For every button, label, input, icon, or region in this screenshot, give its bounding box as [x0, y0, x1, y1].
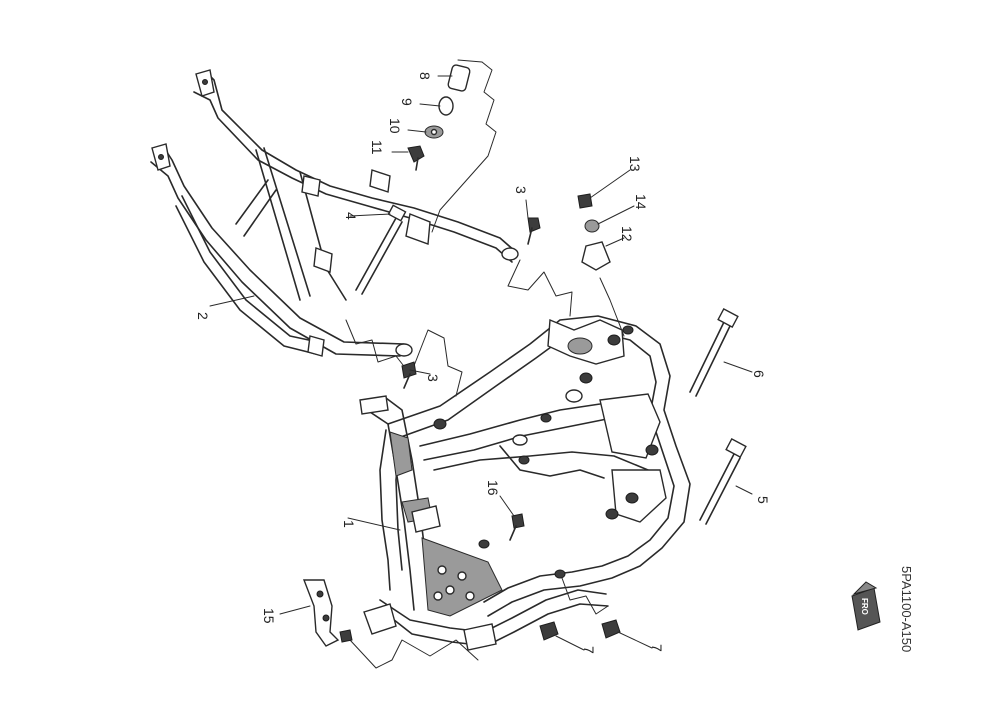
rear-subframe: [150, 69, 519, 357]
callout-15: 15: [261, 608, 277, 624]
callout-6: 6: [751, 370, 767, 378]
callout-4: 4: [343, 212, 359, 220]
callout-2: 2: [195, 312, 211, 320]
callout-16: 16: [485, 480, 501, 496]
callout-10: 10: [387, 118, 403, 134]
callout-3a: 3: [513, 186, 529, 194]
callout-5: 5: [755, 496, 771, 504]
callout-1: 1: [341, 520, 357, 528]
callout-8: 8: [417, 72, 433, 80]
callout-9: 9: [399, 98, 415, 106]
callout-12: 12: [619, 226, 635, 242]
fasteners: [302, 64, 747, 647]
callout-11: 11: [369, 140, 385, 155]
break-lines: [345, 59, 625, 669]
leader-lines: [209, 75, 753, 651]
front-direction-mark: FRO: [851, 581, 881, 631]
front-mark-label: FRO: [860, 598, 869, 615]
callout-7b: 7: [649, 644, 665, 652]
main-frame: [359, 315, 691, 651]
callout-3b: 3: [425, 374, 441, 382]
callout-13: 13: [627, 156, 643, 172]
figure-code: 5PA1100-A150: [899, 566, 914, 652]
callout-14: 14: [633, 194, 649, 210]
callouts: 1 2 3 3 4 5 6 7 7 8 9 10 11 12 13 14 15 …: [195, 72, 771, 654]
callout-7a: 7: [581, 646, 597, 654]
